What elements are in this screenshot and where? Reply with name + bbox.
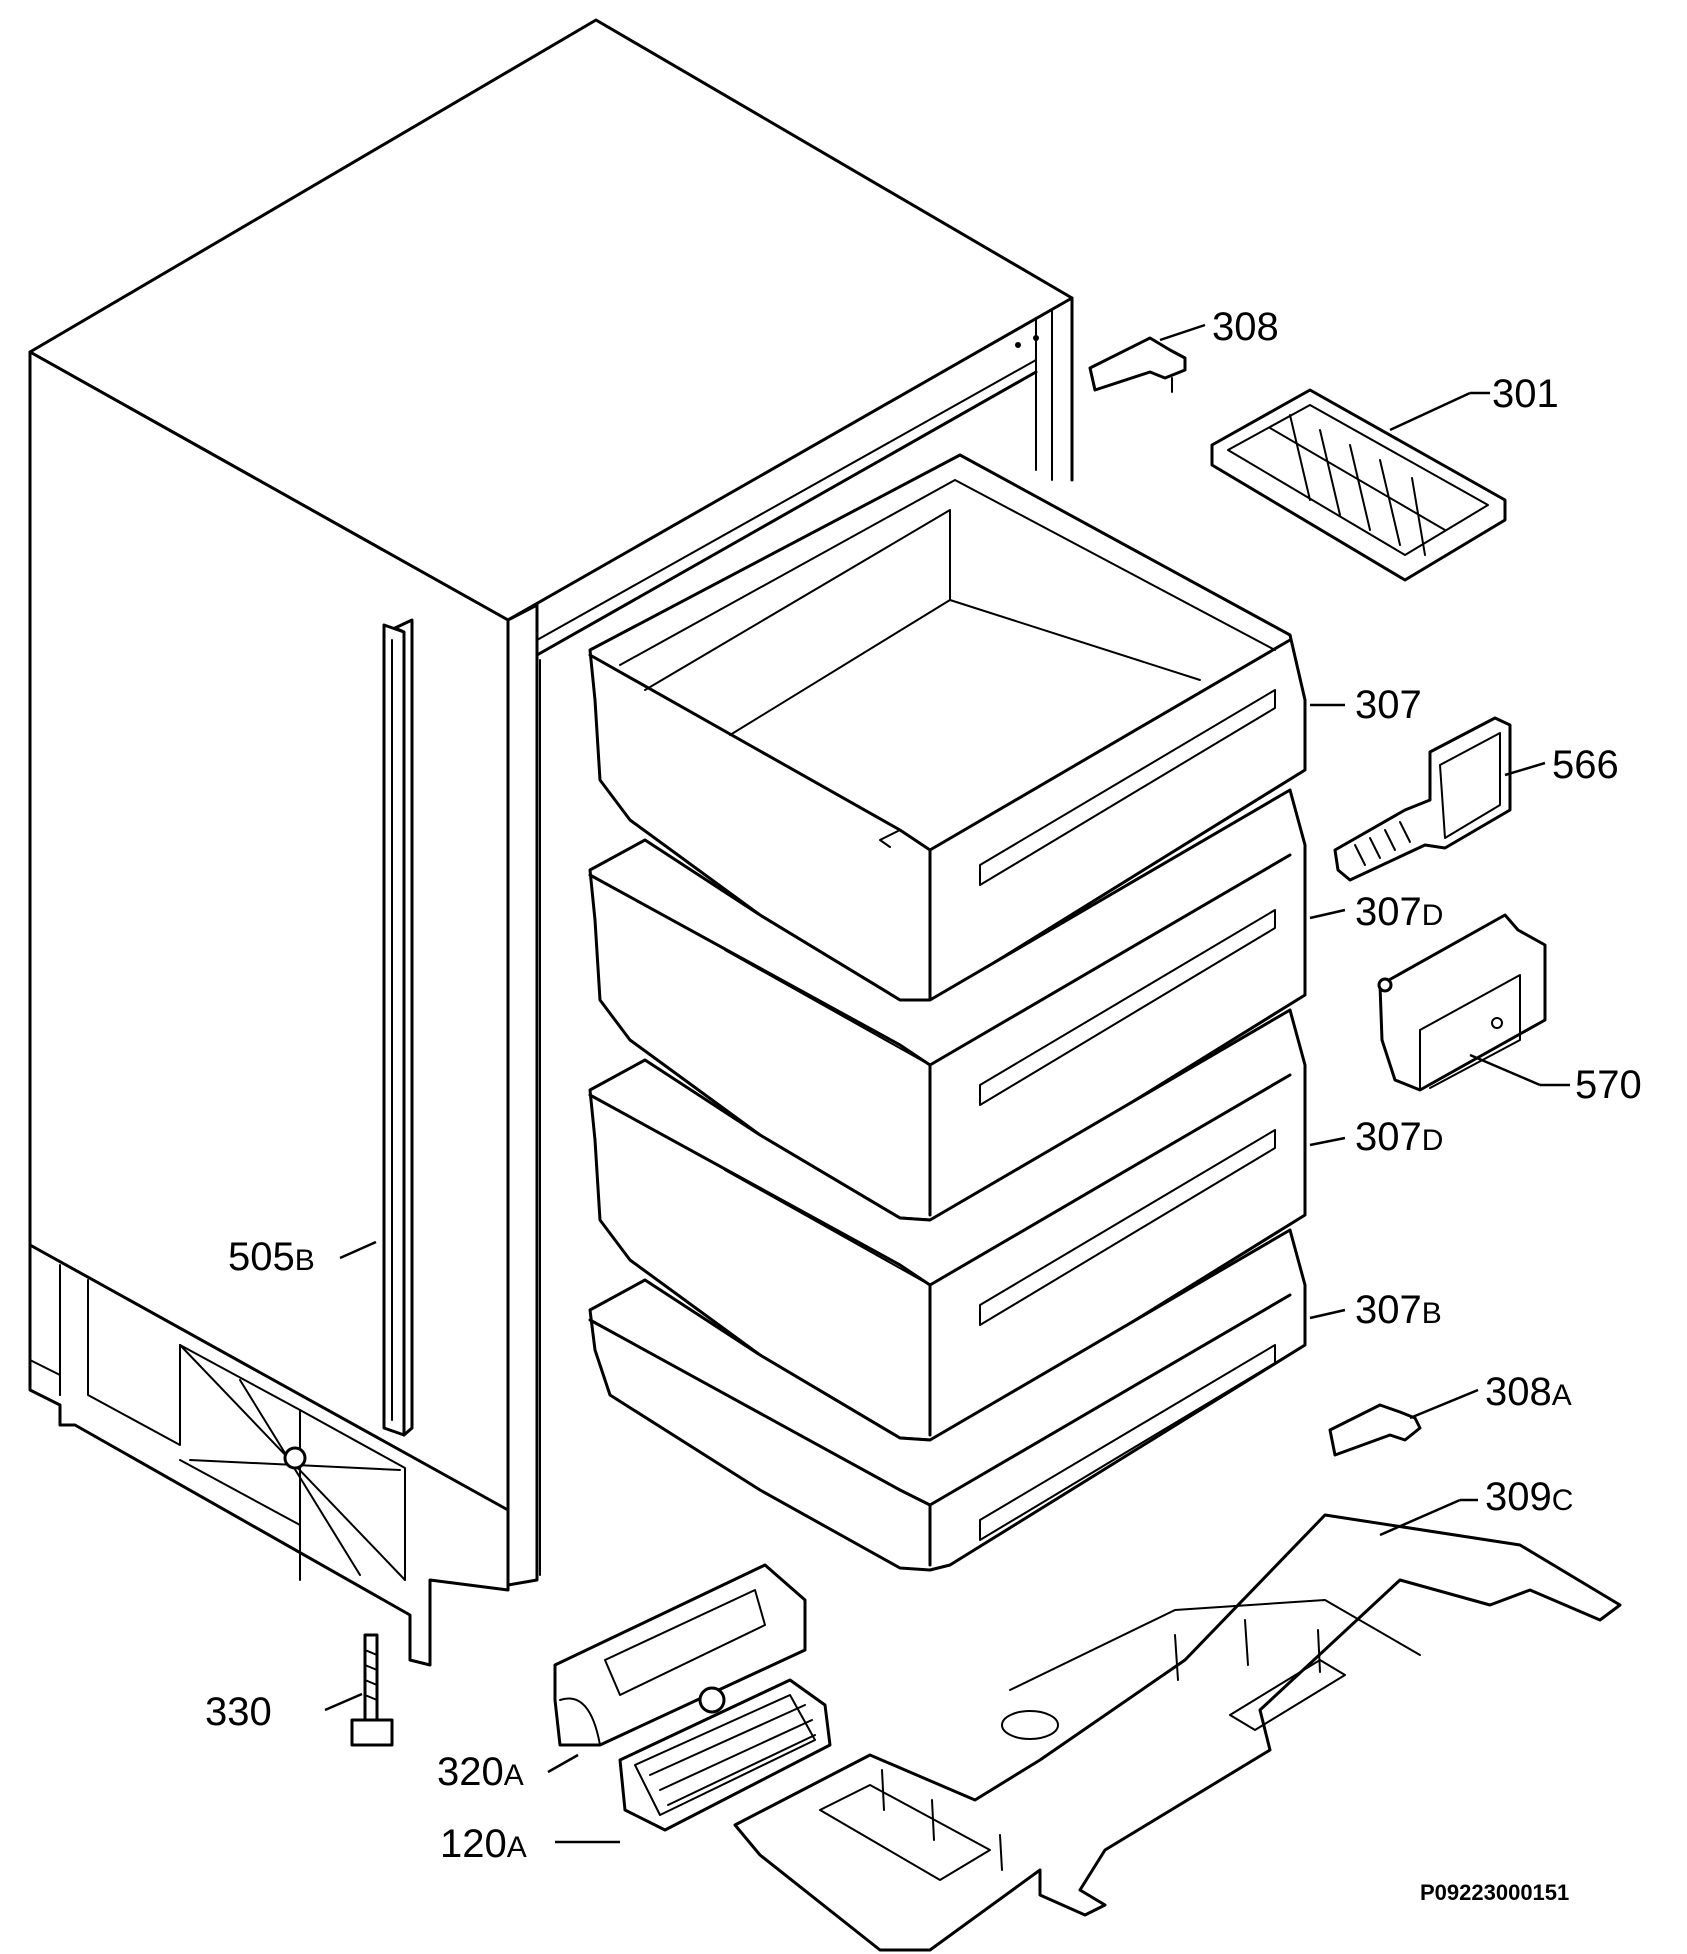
ice-scraper-566 bbox=[1333, 716, 1512, 882]
callout-566: 566 bbox=[1552, 743, 1619, 787]
ventilation-grille-120a bbox=[618, 1678, 832, 1832]
callout-308a: 308A bbox=[1485, 1370, 1572, 1414]
drawer-middle-2 bbox=[588, 1008, 1307, 1442]
callout-307d-upper: 307D bbox=[1355, 890, 1443, 934]
freezer-cabinet bbox=[28, 18, 1074, 1667]
callout-330: 330 bbox=[205, 1690, 272, 1734]
ice-cube-tray-301 bbox=[1210, 388, 1507, 582]
callout-308: 308 bbox=[1212, 305, 1279, 349]
drawer-middle-1 bbox=[588, 788, 1307, 1222]
hinge-308a bbox=[1328, 1403, 1422, 1457]
levelling-foot-330 bbox=[350, 1633, 394, 1747]
butter-compartment-570 bbox=[1377, 913, 1547, 1092]
callout-301: 301 bbox=[1492, 372, 1559, 416]
callout-307d-lower: 307D bbox=[1355, 1115, 1443, 1159]
callout-505b: 505B bbox=[228, 1235, 315, 1279]
leader-lines bbox=[324, 323, 1570, 1844]
callout-570: 570 bbox=[1575, 1063, 1642, 1107]
callout-120a: 120A bbox=[440, 1822, 527, 1866]
drawing-code: P09223000151 bbox=[1420, 1880, 1569, 1905]
drawer-bottom bbox=[588, 1228, 1307, 1572]
callout-309c: 309C bbox=[1485, 1475, 1573, 1519]
bottom-cover-309c bbox=[733, 1513, 1622, 1952]
hinge-308 bbox=[1088, 336, 1187, 393]
callout-320a: 320A bbox=[437, 1750, 524, 1794]
callout-307b: 307B bbox=[1355, 1288, 1442, 1332]
callout-307: 307 bbox=[1355, 683, 1422, 727]
callout-labels: 308 301 307 566 307D 570 307D 505B 307B … bbox=[205, 305, 1642, 1905]
